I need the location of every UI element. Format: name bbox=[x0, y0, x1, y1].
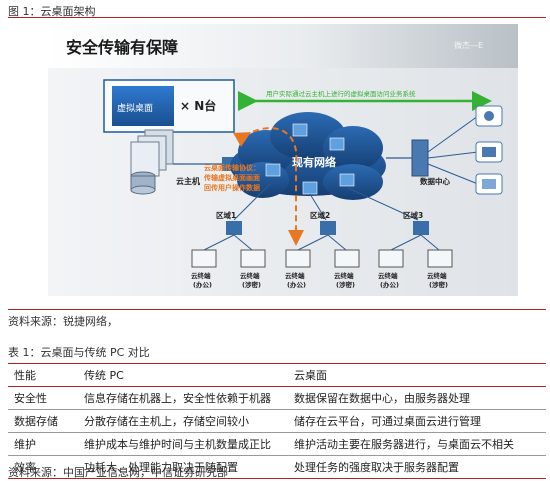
diagram-watermark: 微杰—E bbox=[454, 40, 483, 50]
zone3-terminal-secret-icon bbox=[427, 249, 453, 268]
zone2-terminal-secret-l1: 云终端 bbox=[334, 271, 354, 280]
zone3-terminal-office-l2: (办公) bbox=[380, 280, 399, 289]
comparison-table: 性能 传统 PC 云桌面 安全性 信息存储在机器上，安全性依赖于机器 数据保留在… bbox=[8, 363, 546, 479]
protocol-arrow bbox=[233, 127, 304, 246]
datacenter-switch-icon bbox=[411, 139, 429, 177]
table-cell: 维护成本与维护时间与主机数量成正比 bbox=[78, 432, 288, 456]
diagram-header bbox=[48, 24, 518, 68]
table-row: 数据存储 分散存储在主机上，存储空间较小 储存在云平台，可通过桌面云进行管理 bbox=[8, 409, 546, 433]
cloud-to-zone3-line bbox=[347, 187, 419, 221]
zone2-link-b bbox=[327, 234, 347, 251]
zone2-label: 区域2 bbox=[310, 210, 330, 220]
zone2-switch-icon bbox=[320, 221, 336, 235]
zone3-label: 区域3 bbox=[403, 210, 423, 220]
zone2-terminal-office-l1: 云终端 bbox=[285, 271, 305, 280]
datacenter-label: 数据中心 bbox=[420, 176, 450, 186]
zone1-link-a bbox=[203, 234, 235, 251]
zone1-label: 区域1 bbox=[216, 210, 236, 220]
zone1-switch-icon bbox=[226, 221, 242, 235]
diagram-title: 安全传输有保障 bbox=[66, 38, 178, 57]
zone2-terminal-office-l2: (办公) bbox=[287, 280, 306, 289]
zone1-terminal-office-l2: (办公) bbox=[193, 280, 212, 289]
zone1-terminal-office-icon bbox=[191, 249, 217, 268]
table-cell: 安全性 bbox=[8, 386, 78, 410]
cloud-host-server-icon bbox=[130, 129, 174, 195]
cloud-to-zone2-line bbox=[309, 193, 327, 221]
zone2-link-a bbox=[297, 234, 329, 251]
virtual-desktop-count: × N台 bbox=[180, 98, 216, 113]
zone3-terminal-office-icon bbox=[378, 249, 404, 268]
zone3-terminal-secret-l1: 云终端 bbox=[427, 271, 447, 280]
virtual-desktop-label: 虚拟桌面 bbox=[117, 102, 153, 114]
zone1-terminal-secret-icon bbox=[240, 249, 266, 268]
table-header-cell: 性能 bbox=[8, 363, 78, 387]
protocol-label-line2: 传输虚拟桌面画面 bbox=[203, 173, 260, 182]
architecture-diagram: 安全传输有保障 微杰—E 虚拟桌面 × N台 用户实际通过云主机上进行的虚拟桌面… bbox=[8, 24, 546, 304]
table-cell: 信息存储在机器上，安全性依赖于机器 bbox=[78, 386, 288, 410]
figure-caption: 图 1：云桌面架构 bbox=[8, 5, 96, 18]
table-caption: 表 1：云桌面与传统 PC 对比 bbox=[8, 346, 150, 359]
table-header-cell: 云桌面 bbox=[288, 363, 546, 387]
figure-bottom-rule bbox=[8, 309, 546, 310]
datacenter-link-3 bbox=[427, 163, 479, 185]
table-cell: 数据保留在数据中心，由服务器处理 bbox=[288, 386, 546, 410]
table-header-cell: 传统 PC bbox=[78, 363, 288, 387]
zone1-terminal-secret-l1: 云终端 bbox=[240, 271, 260, 280]
zone1-terminal-office-l1: 云终端 bbox=[191, 271, 211, 280]
table-cell: 分散存储在主机上，存储空间较小 bbox=[78, 409, 288, 433]
table-source: 资料来源：中国产业信息网，中信证券研究部 bbox=[8, 466, 228, 479]
zone3-switch-icon bbox=[413, 221, 429, 235]
datacenter-link-1 bbox=[427, 115, 479, 153]
architecture-diagram-svg: 安全传输有保障 微杰—E 虚拟桌面 × N台 用户实际通过云主机上进行的虚拟桌面… bbox=[48, 24, 518, 296]
user-access-label: 用户实际通过云主机上进行的虚拟桌面访问业务系统 bbox=[266, 89, 416, 98]
table-cell: 功耗大、处理能力取决于随配置 bbox=[78, 455, 288, 479]
zone2-terminal-office-icon bbox=[285, 249, 311, 268]
figure-top-rule bbox=[8, 17, 546, 18]
table-cell: 储存在云平台，可通过桌面云进行管理 bbox=[288, 409, 546, 433]
zone3-link-a bbox=[390, 234, 422, 251]
cloud-to-zone1-line bbox=[233, 183, 271, 221]
figure-source: 资料来源：锐捷网络， bbox=[8, 315, 118, 328]
network-label: 现有网络 bbox=[292, 155, 336, 169]
table-row: 维护 维护成本与维护时间与主机数量成正比 维护活动主要在服务器进行，与桌面云不相… bbox=[8, 432, 546, 456]
protocol-label-line1: 云桌面传输协议： bbox=[204, 163, 260, 172]
table-cell: 维护活动主要在服务器进行，与桌面云不相关 bbox=[288, 432, 546, 456]
zone3-link-b bbox=[420, 234, 440, 251]
table-row: 效率 功耗大、处理能力取决于随配置 处理任务的强度取决于服务器配置 bbox=[8, 455, 546, 479]
zone2-terminal-secret-icon bbox=[334, 249, 360, 268]
zone1-terminal-secret-l2: (涉密) bbox=[242, 280, 261, 289]
virtual-desktop-screen-icon bbox=[112, 86, 174, 126]
table-row: 安全性 信息存储在机器上，安全性依赖于机器 数据保留在数据中心，由服务器处理 bbox=[8, 386, 546, 410]
protocol-label-line3: 回传用户操作数据 bbox=[204, 183, 260, 192]
table-cell: 维护 bbox=[8, 432, 78, 456]
table-header-row: 性能 传统 PC 云桌面 bbox=[8, 363, 546, 387]
cloud-host-label: 云主机 bbox=[176, 176, 200, 186]
zone3-terminal-secret-l2: (涉密) bbox=[429, 280, 448, 289]
datacenter-service-icons bbox=[475, 105, 503, 195]
table-cell: 效率 bbox=[8, 455, 78, 479]
datacenter-link-2 bbox=[427, 151, 479, 159]
table-cell: 处理任务的强度取决于服务器配置 bbox=[288, 455, 546, 479]
zone3-terminal-office-l1: 云终端 bbox=[378, 271, 398, 280]
zone2-terminal-secret-l2: (涉密) bbox=[336, 280, 355, 289]
zone1-link-b bbox=[233, 234, 253, 251]
table-cell: 数据存储 bbox=[8, 409, 78, 433]
